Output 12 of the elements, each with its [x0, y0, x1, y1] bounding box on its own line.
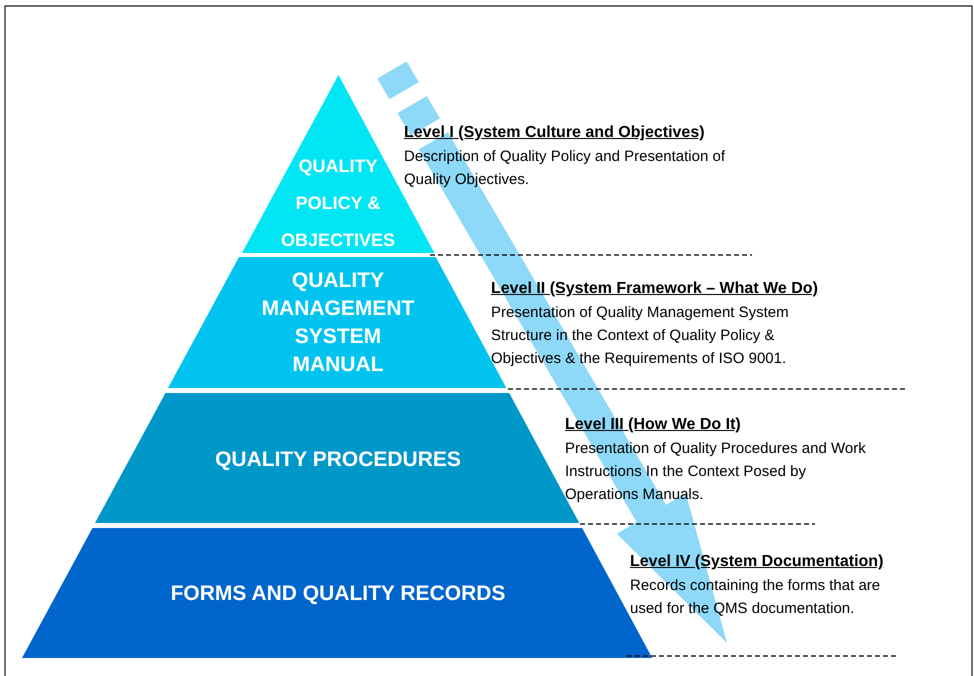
level-heading: Level IV (System Documentation) [630, 553, 884, 571]
level-heading: Level II (System Framework – What We Do) [491, 280, 818, 298]
level-heading: Level III (How We Do It) [565, 416, 741, 434]
level-description: Description of Quality Policy and Presentation of Quality Objectives. [404, 147, 726, 190]
level-description: Presentation of Quality Management System Structure in the Context of Quality Policy & Objectives & the Requirements of ISO 9001. [491, 303, 790, 369]
tier-label: FORMS AND QUALITY RECORDS [170, 581, 506, 607]
tier-label: QUALITY MANAGEMENT SYSTEM MANUAL [260, 268, 416, 378]
level-description: Presentation of Quality Procedures and Work Instructions In the Context Posed by Operations Manuals. [565, 439, 867, 505]
level-description: Records containing the forms that are used for the QMS documentation. [630, 576, 882, 619]
level-heading: Level I (System Culture and Objectives) [404, 124, 705, 142]
tier-label: QUALITY PROCEDURES [214, 447, 462, 473]
tier-label: QUALITY POLICY & OBJECTIVES [280, 155, 396, 252]
